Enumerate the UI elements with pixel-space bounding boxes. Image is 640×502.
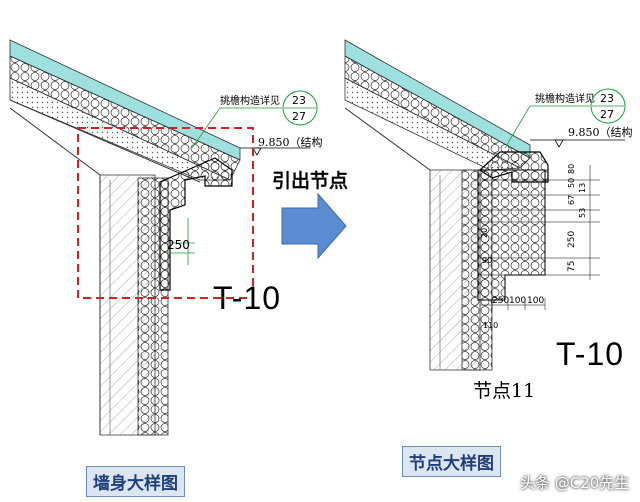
left-section-id: T-10 — [213, 280, 282, 316]
dim-110: 110 — [483, 321, 498, 330]
dim-80: 80 — [567, 164, 576, 174]
left-caption: 墙身大样图 — [86, 466, 185, 497]
left-ref-note: 挑檐构造详见 — [220, 94, 280, 107]
right-node-detail: 80 50 67 13 53 250 75 250 100 100 20 90 … — [344, 39, 633, 371]
right-ref-bottom: 27 — [600, 108, 614, 121]
dim-h-100a: 100 — [509, 296, 526, 306]
dim-75: 75 — [567, 261, 577, 272]
right-ref-note: 挑檐构造详见 — [535, 92, 595, 105]
roof-insulation-layer — [9, 55, 241, 181]
eave-profile — [159, 157, 233, 291]
dim-h-250: 250 — [492, 296, 509, 306]
right-caption: 节点大样图 — [402, 446, 501, 477]
callout-arrow-icon — [281, 192, 347, 260]
dim-h-100b: 100 — [527, 296, 544, 306]
dim-20: 20 — [480, 228, 489, 238]
left-ref-circle — [282, 90, 318, 126]
left-dim-250: 250 — [167, 238, 190, 252]
right-elevation-label: 9.850（结构 — [568, 125, 633, 139]
right-ref-top: 23 — [600, 92, 614, 105]
dim-67: 67 — [567, 195, 576, 205]
watermark: 头条 @C20先生 — [520, 474, 630, 492]
dim-50: 50 — [567, 178, 576, 188]
highlight-box — [77, 127, 254, 299]
left-elevation-label: 9.850（结构 — [258, 135, 323, 149]
dim-53: 53 — [578, 208, 587, 218]
dim-250-v: 250 — [567, 231, 577, 248]
dim-90: 90 — [482, 256, 492, 265]
node-label: 节点11 — [473, 380, 536, 402]
left-wall-detail: 250 9.850（结构 挑檐构造详见 23 27 — [9, 39, 323, 436]
right-ref-circle — [590, 88, 626, 124]
left-ref-bottom: 27 — [292, 110, 306, 123]
callout-text: 引出节点 — [272, 170, 349, 192]
left-ref-top: 23 — [292, 94, 306, 107]
right-section-id: T-10 — [556, 336, 625, 372]
dim-13: 13 — [578, 183, 587, 193]
